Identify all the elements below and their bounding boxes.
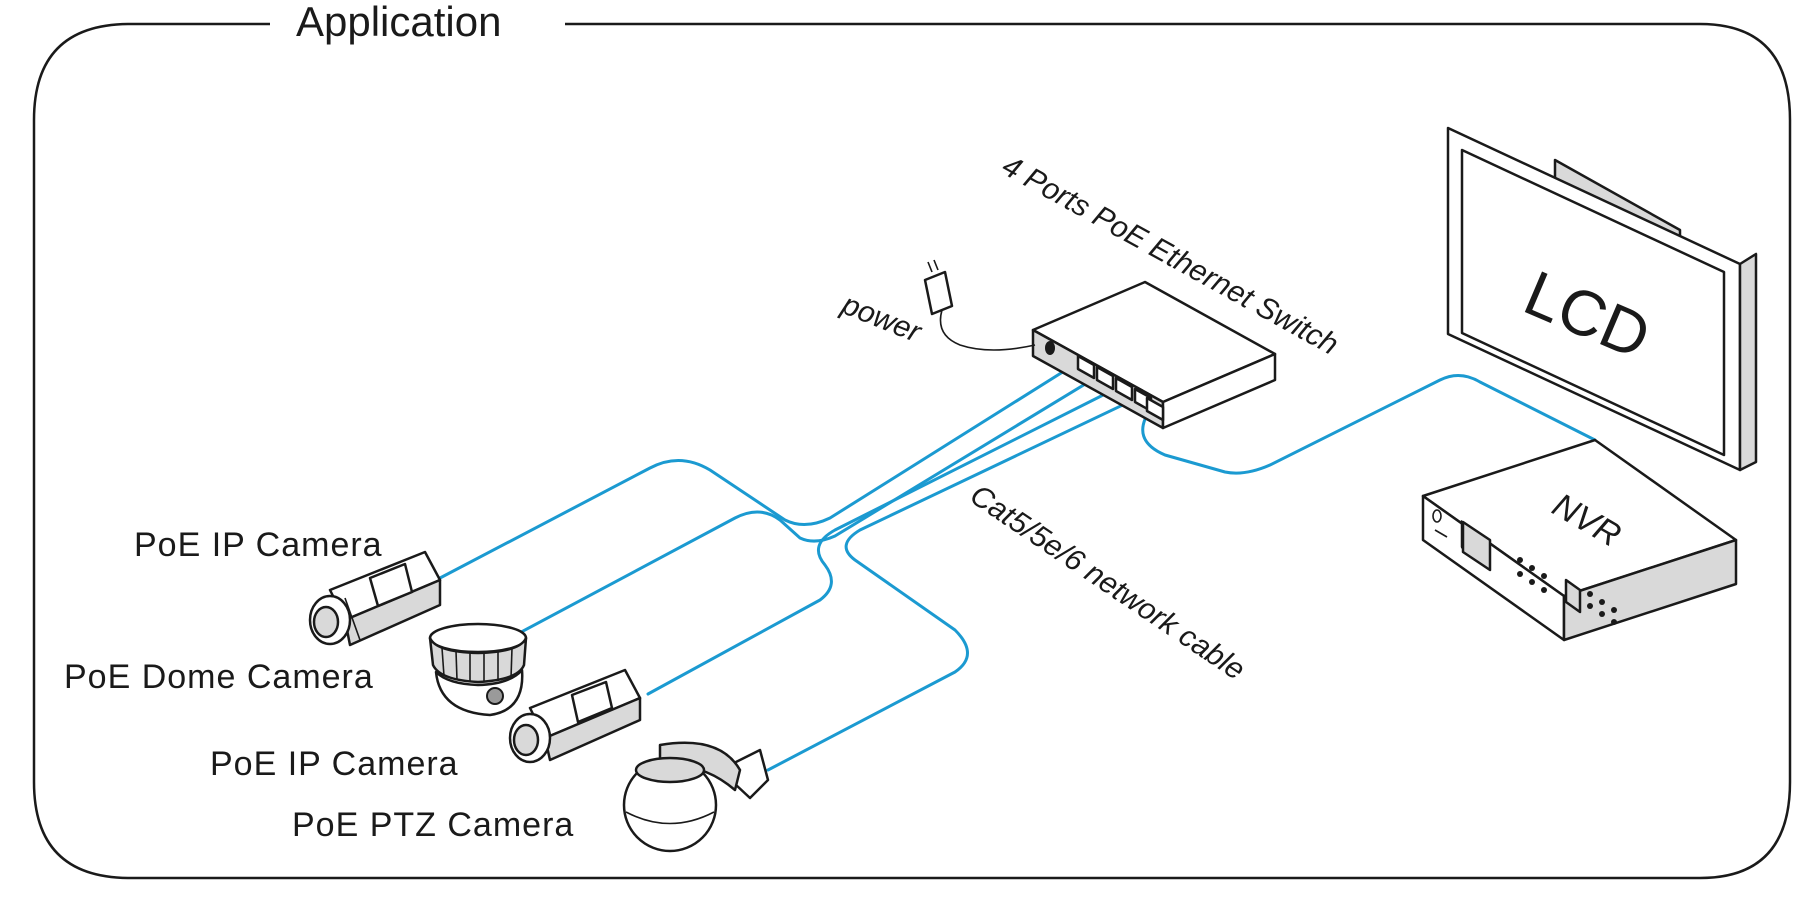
camera-label-1: PoE IP Camera — [134, 526, 383, 564]
poe-switch — [923, 259, 1277, 430]
ip-camera-2-icon — [508, 668, 642, 764]
cable-camera1 — [438, 356, 1087, 580]
cable-camera4 — [766, 390, 1152, 772]
nvr-recorder: NVR — [1421, 438, 1738, 642]
dome-camera-icon — [428, 622, 528, 717]
cable-nvr — [1141, 374, 1597, 475]
lcd-monitor: LCD — [1446, 126, 1758, 472]
cable-camera2 — [508, 370, 1107, 640]
network-cables — [438, 356, 1597, 772]
camera-label-4: PoE PTZ Camera — [292, 806, 574, 844]
diagram-title: Application — [296, 0, 501, 45]
cable-camera3 — [646, 382, 1127, 696]
nvr-front-panel — [1432, 509, 1617, 625]
switch-ports — [1076, 354, 1165, 422]
power-label: power — [836, 288, 926, 350]
camera-label-2: PoE Dome Camera — [64, 658, 374, 696]
cable-label: Cat5/5e/6 network cable — [964, 478, 1251, 686]
power-adapter-icon — [923, 259, 1036, 351]
frame-border — [32, 22, 1792, 880]
camera-label-3: PoE IP Camera — [210, 745, 459, 783]
ip-camera-1-icon — [308, 550, 442, 647]
ptz-camera-icon — [622, 741, 770, 853]
